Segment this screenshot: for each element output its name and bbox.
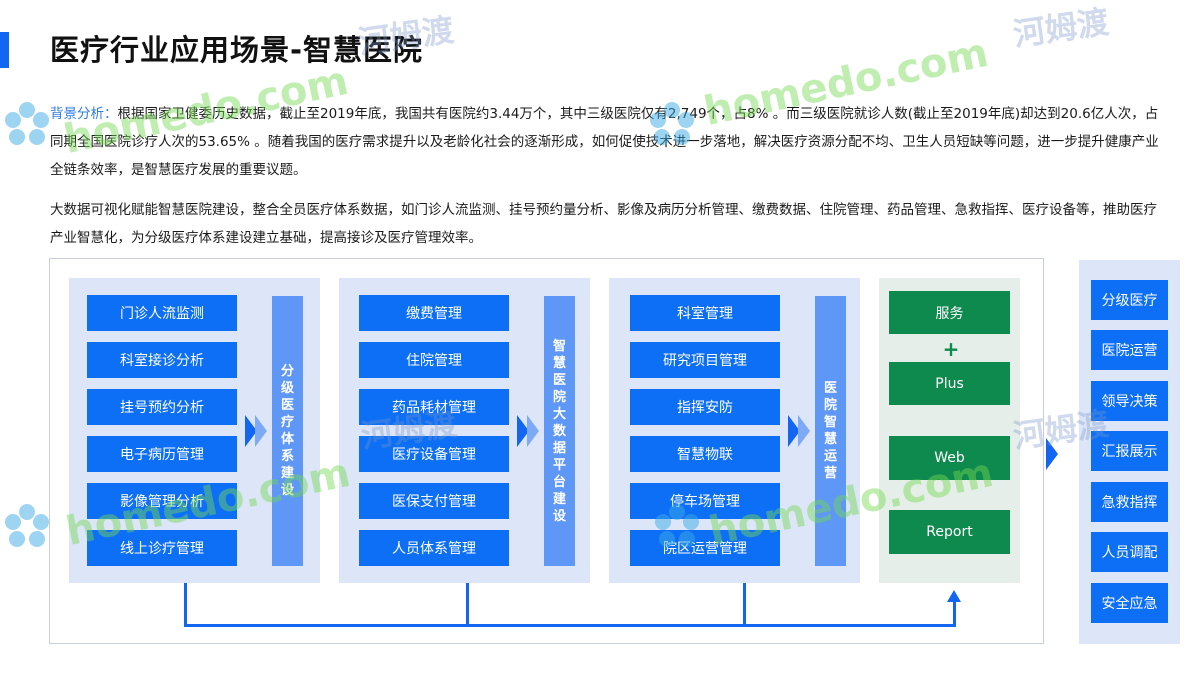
col1-item: 门诊人流监测 <box>87 295 237 331</box>
col2-item: 人员体系管理 <box>359 530 509 566</box>
right-item: 领导决策 <box>1091 381 1168 421</box>
col1-item: 线上诊疗管理 <box>87 530 237 566</box>
background-text: 根据国家卫健委历史数据，截止至2019年底，我国共有医院约3.44万个，其中三级… <box>50 106 1159 178</box>
col2-item: 医疗设备管理 <box>359 436 509 472</box>
col1-item: 电子病历管理 <box>87 436 237 472</box>
col1-item: 科室接诊分析 <box>87 342 237 378</box>
right-item: 人员调配 <box>1091 532 1168 572</box>
col3-item: 智慧物联 <box>630 436 780 472</box>
connector-line <box>953 600 956 627</box>
col3-item: 研究项目管理 <box>630 342 780 378</box>
connector-line <box>466 583 469 627</box>
col3-item: 科室管理 <box>630 295 780 331</box>
col3-item: 指挥安防 <box>630 389 780 425</box>
right-item: 汇报展示 <box>1091 431 1168 471</box>
watermark-cn: 河姆渡 <box>1010 2 1112 54</box>
background-lead: 背景分析： <box>50 106 118 122</box>
diagram-frame <box>49 258 1044 644</box>
title-accent-bar <box>0 32 9 68</box>
col2-vertical-bar: 智慧医院大数据平台建设 <box>544 296 575 566</box>
connector-line <box>184 624 956 627</box>
col2-item: 药品耗材管理 <box>359 389 509 425</box>
watermark-flower-icon <box>5 504 49 547</box>
arrow-up-icon <box>947 590 961 602</box>
connector-line <box>184 583 187 627</box>
intro-paragraph: 大数据可视化赋能智慧医院建设，整合全员医疗体系数据，如门诊人流监测、挂号预约量分… <box>50 202 1157 246</box>
col1-item: 挂号预约分析 <box>87 389 237 425</box>
watermark-flower-icon <box>5 102 49 145</box>
plus-box: Plus <box>889 362 1010 405</box>
col1-vertical-bar: 分级医疗体系建设 <box>272 296 303 566</box>
right-item: 急救指挥 <box>1091 482 1168 522</box>
service-box: 服务 <box>889 291 1010 334</box>
right-item: 分级医疗 <box>1091 280 1168 320</box>
arrow-right-icon <box>255 415 267 447</box>
right-item: 医院运营 <box>1091 330 1168 370</box>
col2-item: 医保支付管理 <box>359 483 509 519</box>
background-paragraph: 背景分析：根据国家卫健委历史数据，截止至2019年底，我国共有医院约3.44万个… <box>50 100 1162 184</box>
plus-sign: + <box>942 337 960 361</box>
arrow-right-icon <box>527 415 539 447</box>
connector-line <box>743 583 746 627</box>
page-title: 医疗行业应用场景-智慧医院 <box>50 33 424 67</box>
col3-vertical-bar: 医院智慧运营 <box>815 296 846 566</box>
col1-item: 影像管理分析 <box>87 483 237 519</box>
report-box: Report <box>889 510 1010 554</box>
arrow-right-icon <box>245 415 257 447</box>
col2-item: 住院管理 <box>359 342 509 378</box>
arrow-right-icon <box>517 415 529 447</box>
arrow-right-icon <box>788 415 800 447</box>
col3-item: 停车场管理 <box>630 483 780 519</box>
web-box: Web <box>889 436 1010 480</box>
col2-item: 缴费管理 <box>359 295 509 331</box>
arrow-right-icon <box>1046 438 1058 470</box>
col3-item: 院区运营管理 <box>630 530 780 566</box>
arrow-right-icon <box>798 415 810 447</box>
right-item: 安全应急 <box>1091 583 1168 623</box>
